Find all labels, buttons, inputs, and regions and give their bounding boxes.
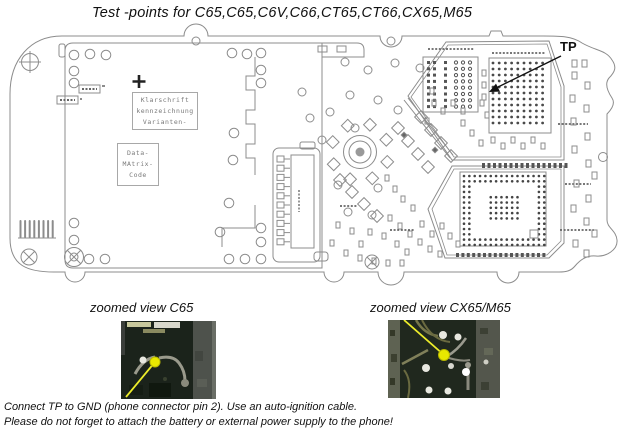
fiducial-bottom-left-outer <box>20 248 38 266</box>
plus-mark <box>132 75 146 88</box>
board-outline <box>9 23 618 286</box>
testpoint-dot-cx65 <box>438 349 450 361</box>
klarschrift-box: Klarschrift kennzeichnung Varianten- <box>132 92 198 130</box>
component-scatter <box>297 57 546 270</box>
footer-line2: Please do not forget to attach the batte… <box>4 416 393 428</box>
io-connector <box>272 141 329 263</box>
footer-line1: Connect TP to GND (phone connector pin 2… <box>4 401 358 413</box>
datamatrix-box: Data- MAtrix- Code <box>117 143 159 186</box>
shield-top <box>407 40 565 161</box>
fiducial-top-left <box>19 51 41 73</box>
page-title: Test -points for C65,C65,C6V,C66,CT65,CT… <box>92 5 473 21</box>
photo-zoomed-cx65-m65 <box>388 320 500 398</box>
testpoint-dot-c65 <box>149 356 161 368</box>
zoomed-view-cx65-label: zoomed view CX65/M65 <box>370 300 511 315</box>
right-edge-parts <box>558 59 598 258</box>
diag-squares <box>332 109 459 224</box>
tp-label: TP <box>560 39 577 54</box>
zoomed-view-c65-label: zoomed view C65 <box>90 300 194 315</box>
keyboard-area <box>58 42 365 269</box>
speaker <box>325 117 395 187</box>
tp-arrow <box>489 55 562 92</box>
bga-grid <box>462 174 546 247</box>
fiducial-bottom-left-inner <box>64 247 84 267</box>
photo-zoomed-c65 <box>121 321 216 399</box>
pcb-diagram <box>9 23 618 286</box>
left-edge-parts <box>18 51 105 267</box>
footer-note: Connect TP to GND (phone connector pin 2… <box>4 400 393 430</box>
shield-bottom <box>427 163 568 259</box>
